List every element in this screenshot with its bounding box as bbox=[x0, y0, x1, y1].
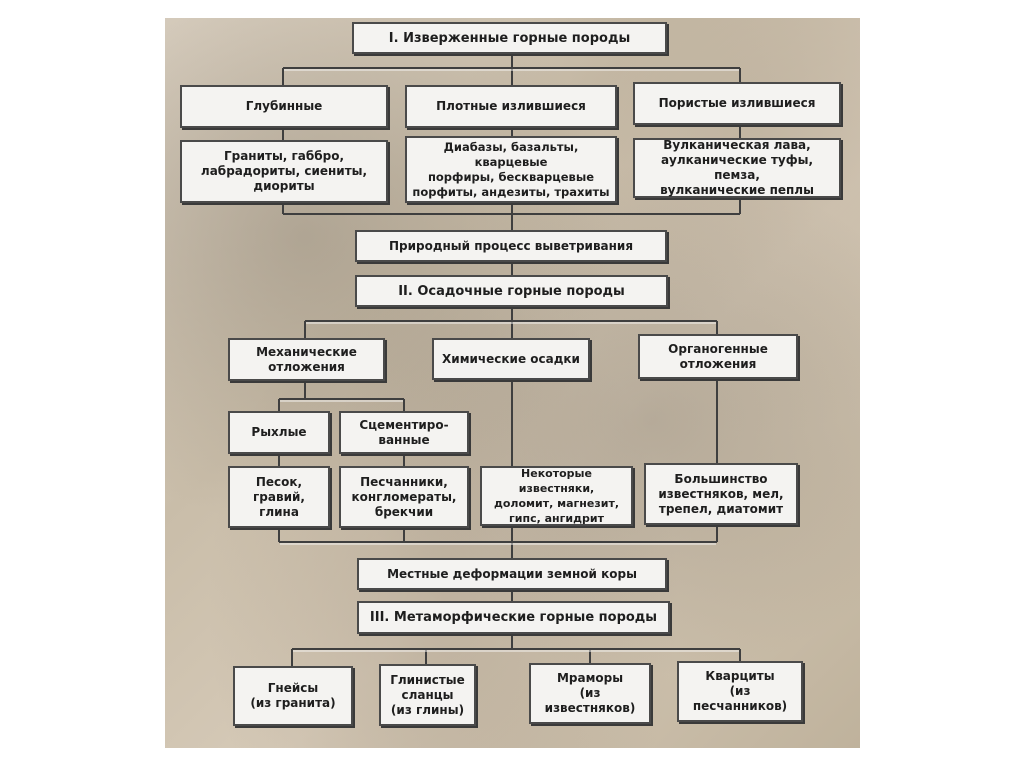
node-cemented-examples: Песчанники, конгломераты, брекчии bbox=[339, 466, 469, 528]
node-mechanical-deposits: Механические отложения bbox=[228, 338, 385, 381]
node-weathering-process: Природный процесс выветривания bbox=[355, 230, 667, 262]
link-sedimentary-split bbox=[304, 307, 718, 338]
link-igneous-columns bbox=[282, 125, 741, 140]
node-chemical-sediments: Химические осадки bbox=[432, 338, 590, 380]
node-porous-examples: Вулканическая лава, аулканические туфы, … bbox=[633, 138, 841, 198]
link-mechanical-split bbox=[278, 381, 405, 411]
node-deep: Глубинные bbox=[180, 85, 388, 128]
node-chemical-examples: Некоторые известняки, доломит, магнезит,… bbox=[480, 466, 633, 526]
link-metamorphic-split bbox=[291, 634, 741, 666]
node-organogenic-deposits: Органогенные отложения bbox=[638, 334, 798, 379]
node-loose: Рыхлые bbox=[228, 411, 330, 454]
node-crust-deformation: Местные деформации земной коры bbox=[357, 558, 667, 590]
node-loose-examples: Песок, гравий, глина bbox=[228, 466, 330, 528]
node-dense-effusive: Плотные излившиеся bbox=[405, 85, 617, 128]
node-porous-effusive: Пористые излившиеся bbox=[633, 82, 841, 125]
node-quartzite: Кварциты (из песчанников) bbox=[677, 661, 803, 722]
node-marble: Мраморы (из известняков) bbox=[529, 663, 651, 724]
node-deep-examples: Граниты, габбро, лабрадориты, сиениты, д… bbox=[180, 140, 388, 203]
link-sedimentary-merge bbox=[278, 525, 718, 558]
node-sedimentary-rocks: II. Осадочные горные породы bbox=[355, 275, 668, 307]
node-cemented: Сцементиро- ванные bbox=[339, 411, 469, 454]
node-clay-shale: Глинистые сланцы (из глины) bbox=[379, 664, 476, 726]
link-sub-columns bbox=[278, 454, 405, 466]
node-organogenic-examples: Большинство известняков, мел, трепел, ди… bbox=[644, 463, 798, 525]
link-igneous-merge bbox=[282, 198, 741, 230]
link-igneous-split bbox=[282, 54, 741, 85]
node-metamorphic-rocks: III. Метаморфические горные породы bbox=[357, 601, 670, 634]
node-igneous-rocks: I. Изверженные горные породы bbox=[352, 22, 667, 54]
node-gneiss: Гнейсы (из гранита) bbox=[233, 666, 353, 726]
node-dense-examples: Диабазы, базальты, кварцевые порфиры, бе… bbox=[405, 136, 617, 203]
